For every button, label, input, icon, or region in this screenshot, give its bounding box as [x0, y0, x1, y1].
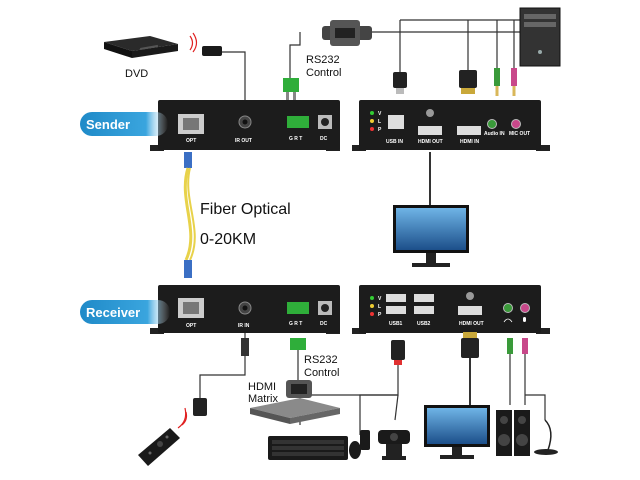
receiver-back-panel	[352, 285, 550, 334]
sender-mic-out-label: MIC OUT	[509, 131, 530, 137]
receiver-dc-label: DC	[320, 321, 328, 327]
rs232-sender-label-line2: Control	[306, 67, 341, 79]
sender-front-panel	[150, 100, 340, 151]
sender-hdmi-in-label: HDMI IN	[460, 139, 480, 145]
sender-badge-label: Sender	[86, 117, 130, 132]
sender-led-l-label: L	[378, 119, 381, 125]
monitor-sender-output-icon	[393, 205, 469, 267]
sender-opt-label: OPT	[186, 138, 196, 144]
speaker-right-icon	[514, 410, 530, 456]
rs232-receiver-label-line2: Control	[304, 367, 339, 379]
receiver-hdmi-out-label: HDMI OUT	[459, 321, 484, 327]
fiber-cable	[183, 152, 196, 278]
receiver-grt-label: G R T	[289, 321, 302, 327]
dvd-player	[104, 36, 178, 58]
rs232-sender-label-line1: RS232	[306, 54, 340, 66]
receiver-led-p-label: P	[378, 312, 382, 318]
remote-control-icon	[138, 428, 180, 466]
sender-hdmi-out-label: HDMI OUT	[418, 139, 443, 145]
audio-plug-receiver-pink-icon	[522, 338, 528, 354]
audio-plug-pink-icon	[511, 68, 517, 96]
rs232-terminal-receiver	[290, 338, 306, 350]
mouse-icon	[349, 441, 361, 459]
receiver-opt-label: OPT	[186, 323, 196, 329]
sender-grt-label: G R T	[289, 136, 302, 142]
vga-connector-icon	[322, 20, 372, 46]
headphone-icon	[503, 318, 513, 323]
speaker-left-icon	[496, 410, 512, 456]
audio-plug-green-icon	[494, 68, 500, 96]
audio-plug-receiver-green-icon	[507, 338, 513, 354]
sender-usb-in-label: USB IN	[386, 139, 403, 145]
hdmi-matrix-label-line1: HDMI	[248, 381, 276, 393]
hdmi-matrix-icon	[250, 398, 340, 424]
usb-plug-receiver-icon	[391, 340, 405, 365]
rs232-terminal-sender	[283, 78, 299, 100]
desk-microphone-icon	[534, 419, 558, 455]
ir-signal-icon	[177, 407, 188, 429]
sender-back-panel	[352, 100, 550, 151]
sender-ir-out-label: IR OUT	[235, 138, 252, 144]
usb-plug-icon	[393, 72, 407, 94]
pc-tower-icon	[519, 7, 561, 67]
fiber-label-line2: 0-20KM	[200, 231, 256, 248]
ir-receiver-eye-icon	[193, 398, 207, 416]
sender-audio-in-label: Audio IN	[484, 131, 505, 137]
receiver-badge	[80, 300, 170, 324]
usb-dongle-icon	[360, 430, 370, 450]
hdmi-plug-receiver-icon	[461, 332, 479, 358]
receiver-led-l-label: L	[378, 304, 381, 310]
receiver-ir-in-label: IR IN	[238, 323, 250, 329]
dvd-label: DVD	[125, 68, 148, 80]
microphone-icon	[523, 317, 526, 322]
sender-badge	[80, 112, 168, 136]
fiber-label-line1: Fiber Optical	[200, 201, 291, 218]
cables	[199, 19, 546, 435]
sender-dc-label: DC	[320, 136, 328, 142]
receiver-led-v-label: V	[378, 296, 382, 302]
ir-emitter-icon	[189, 32, 222, 56]
ir-receiver-plug-icon	[241, 338, 249, 356]
receiver-badge-label: Receiver	[86, 305, 140, 320]
db9-connector-icon	[286, 380, 312, 398]
sender-led-p-label: P	[378, 127, 382, 133]
receiver-front-panel	[150, 285, 340, 334]
receiver-usb1-label: USB1	[389, 321, 403, 327]
keyboard-icon	[268, 436, 348, 460]
hdmi-matrix-label-line2: Matrix	[248, 393, 278, 405]
hdmi-plug-icon	[459, 70, 477, 94]
receiver-usb2-label: USB2	[417, 321, 431, 327]
sender-led-v-label: V	[378, 111, 382, 117]
rs232-receiver-label-line1: RS232	[304, 354, 338, 366]
webcam-icon	[378, 430, 410, 460]
monitor-receiver-output-icon	[424, 405, 490, 459]
